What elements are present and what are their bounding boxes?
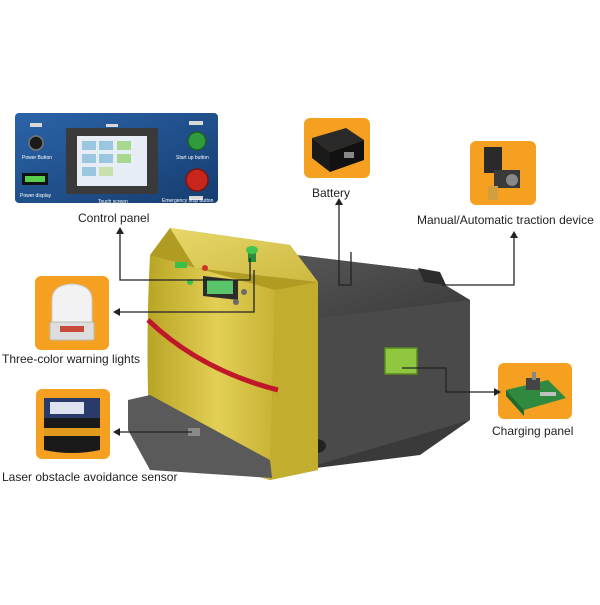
charging-slot: [384, 347, 418, 375]
power-display-label: Power display: [20, 193, 52, 199]
battery-label: Battery: [312, 186, 351, 200]
traction-device-label: Manual/Automatic traction device: [417, 213, 594, 227]
charging-panel-label: Charging panel: [492, 424, 574, 438]
laser-sensor-label: Laser obstacle avoidance sensor: [2, 470, 178, 484]
warning-light-inset: [35, 276, 109, 350]
laser-sensor-inset: [36, 389, 110, 459]
traction-device-inset: [470, 141, 536, 205]
leader-lines: [118, 203, 515, 433]
control-panel-label: Control panel: [78, 211, 150, 225]
emergency-stop-label: Emergency stop button: [162, 198, 214, 204]
warning-lights-label: Three-color warning lights: [2, 352, 141, 366]
touch-screen-label: Touch screen: [98, 199, 128, 205]
control-panel-inset: Power Button Power display Touch screen …: [15, 113, 218, 205]
start-up-button-label: Start up button: [176, 155, 209, 161]
power-button-label: Power Button: [22, 155, 52, 161]
charging-panel-inset: [498, 363, 572, 419]
battery-inset: [304, 118, 370, 178]
arrow-heads: [113, 198, 518, 436]
agv-front-housing: [128, 228, 318, 480]
